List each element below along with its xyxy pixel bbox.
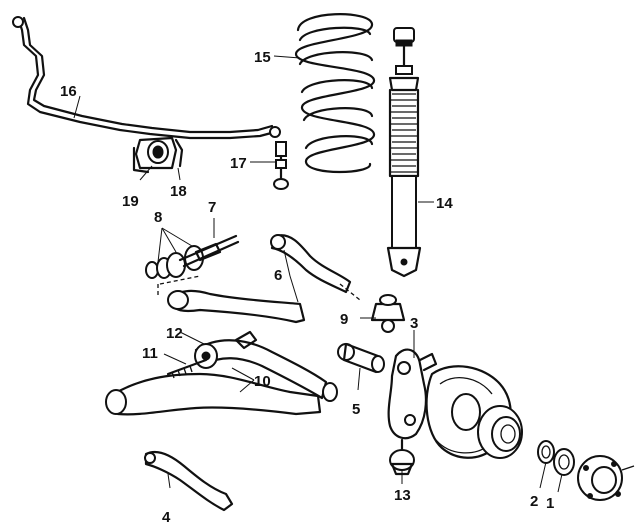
callout-7: 7: [208, 199, 216, 216]
lower-ball-joint: [389, 438, 415, 476]
callout-14: 14: [436, 195, 453, 212]
callout-3: 3: [410, 315, 418, 332]
callout-4: 4: [162, 509, 171, 526]
upper-control-arm: [157, 234, 361, 324]
wheel-hub: [577, 455, 635, 501]
callout-17: 17: [230, 155, 247, 172]
callout-10: 10: [254, 373, 271, 390]
lower-arm-bushing: [194, 343, 218, 369]
stabilizer-link: [273, 141, 289, 190]
callout-6: 6: [274, 267, 282, 284]
grease-seal: [537, 440, 555, 464]
shock-absorber: [386, 27, 422, 278]
stabilizer-bushing: [132, 136, 184, 174]
callout-19: 19: [122, 193, 139, 210]
callout-2: 2: [530, 493, 538, 510]
upper-ball-joint: [370, 294, 406, 333]
pivot-shaft: [178, 234, 240, 268]
callout-8: 8: [154, 209, 162, 226]
callout-labels: 1 2 3 4 5 6 7 8 9 10 11 12 13 14 15 16 1…: [60, 49, 554, 526]
callout-11: 11: [142, 345, 158, 362]
callout-15: 15: [254, 49, 271, 66]
stabilizer-bar: [12, 16, 281, 140]
steering-knuckle: [387, 348, 438, 440]
callout-12: 12: [166, 325, 183, 342]
spindle-pin: [337, 342, 385, 374]
strut-rod: [144, 450, 234, 512]
callout-5: 5: [352, 401, 360, 418]
callout-18: 18: [170, 183, 187, 200]
wheel-bearing: [553, 448, 575, 476]
callout-9: 9: [340, 311, 348, 328]
leader-lines: [73, 55, 563, 493]
lower-arm-bolt: [166, 358, 208, 379]
callout-13: 13: [394, 487, 411, 504]
coil-spring: [294, 13, 376, 174]
lower-control-arm: [105, 330, 338, 416]
brake-rotor: [477, 405, 523, 459]
callout-1: 1: [546, 495, 554, 512]
callout-16: 16: [60, 83, 77, 100]
